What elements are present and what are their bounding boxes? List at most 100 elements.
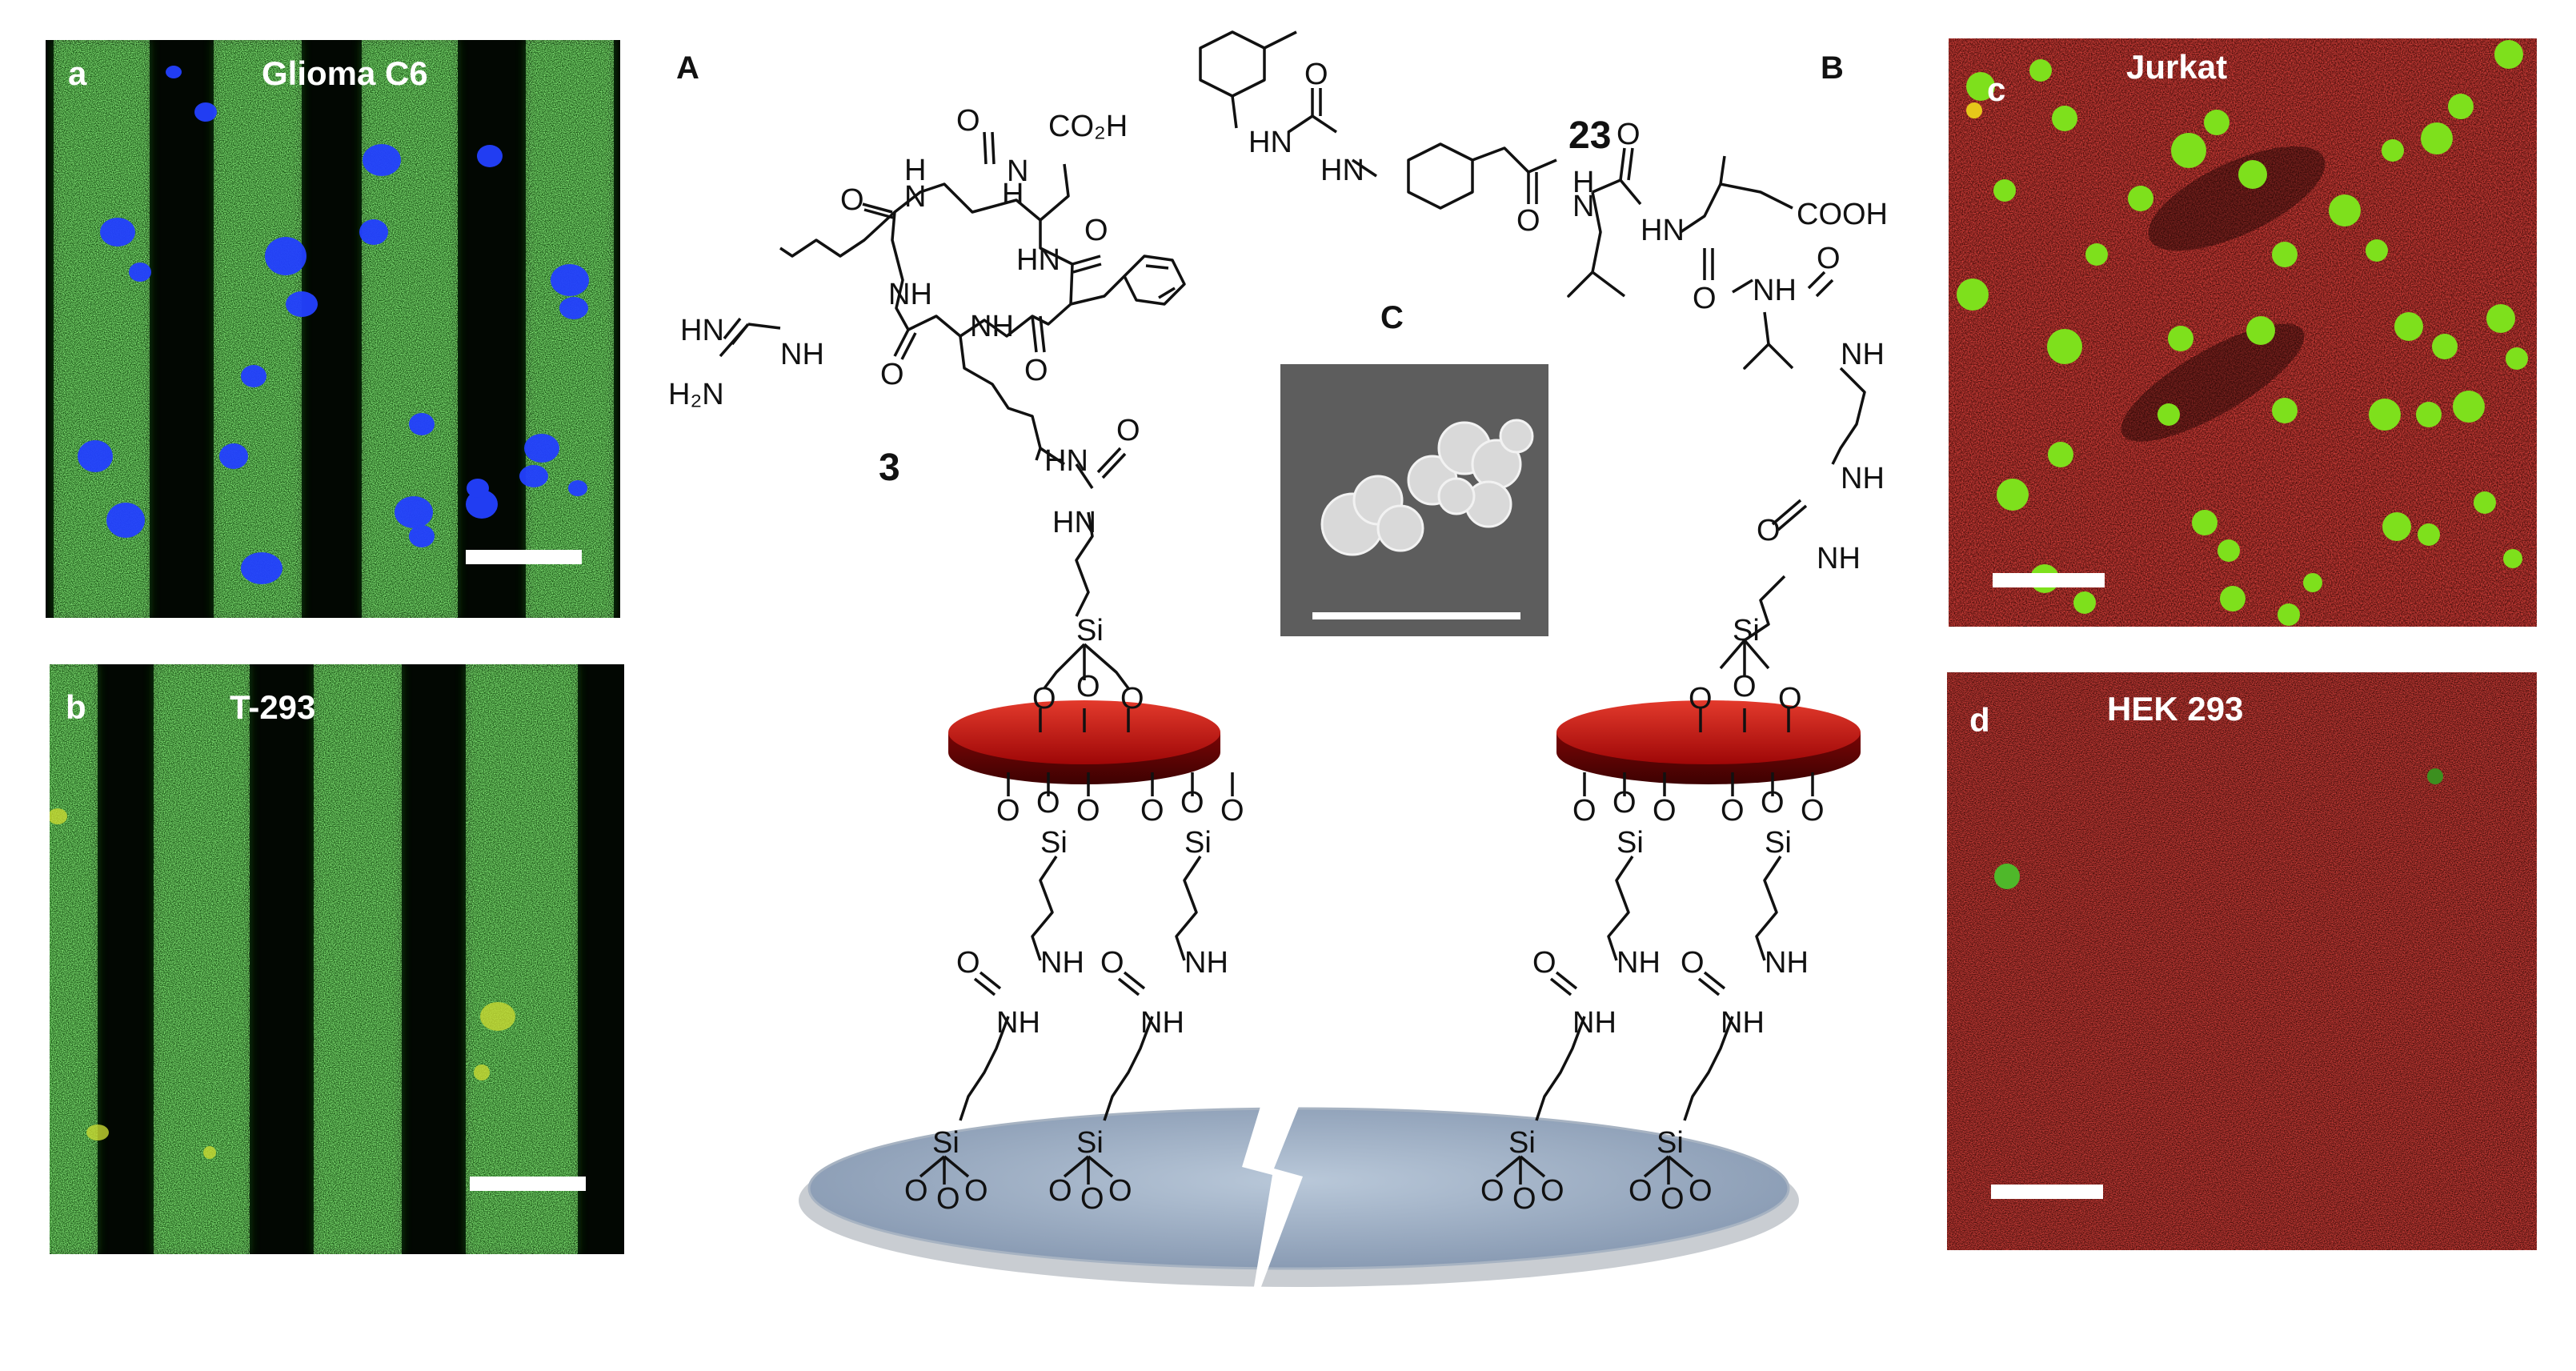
scale-bar-d (1991, 1185, 2103, 1199)
label-nh-l1: NH (1040, 946, 1084, 980)
label-hn-7: HN (1641, 214, 1685, 247)
label-o-l4g: O (1689, 1174, 1713, 1208)
label-o-l4a: O (1721, 794, 1745, 828)
label-hn-5: HN (1248, 126, 1292, 159)
label-o-l2a: O (1140, 794, 1164, 828)
label-o-l1d: O (956, 946, 980, 980)
label-o-l3e: O (1480, 1174, 1504, 1208)
label-nh-5: NH (1841, 338, 1885, 371)
compound-23-structure (1199, 30, 1866, 732)
label-nh2-l2: NH (1140, 1006, 1184, 1040)
lower-linker-3 (1495, 772, 1666, 1185)
label-o-9: O (1617, 118, 1641, 151)
label-o-si-2a: O (1689, 682, 1713, 716)
label-o-si-2b: O (1733, 670, 1757, 704)
micrograph-c-image (1949, 38, 2537, 627)
label-o-l4d: O (1681, 946, 1705, 980)
label-h-2: H (1002, 178, 1024, 211)
label-si-1: Si (1076, 614, 1104, 647)
label-o-6: O (1116, 414, 1140, 447)
label-o-l1a: O (996, 794, 1020, 828)
compound-3-structure (719, 131, 1186, 732)
scale-bar-a (466, 550, 582, 564)
label-o-1: O (956, 104, 980, 138)
label-o-l1f: O (936, 1182, 960, 1216)
silica-substrate (799, 1072, 1799, 1321)
label-o-l2e: O (1048, 1174, 1072, 1208)
section-label-b: B (1821, 50, 1844, 86)
label-co2h: CO₂H (1048, 110, 1128, 143)
label-h-3: H (1572, 166, 1594, 199)
label-hn-6: HN (1320, 154, 1364, 187)
compound-number-23: 23 (1568, 114, 1611, 157)
label-si-l2: Si (1184, 826, 1212, 860)
panel-b-title: T-293 (230, 688, 316, 726)
label-o-l1c: O (1076, 794, 1100, 828)
label-o-11: O (1817, 242, 1841, 275)
label-nh2-l3: NH (1572, 1006, 1617, 1040)
label-si-2: Si (1733, 614, 1760, 647)
label-nh-l3: NH (1617, 946, 1661, 980)
label-cooh: COOH (1797, 198, 1888, 231)
lower-linker-4 (1643, 772, 1814, 1185)
label-o-l4f: O (1661, 1182, 1685, 1216)
label-o-si-2c: O (1778, 682, 1802, 716)
label-nh-l2: NH (1184, 946, 1228, 980)
label-si-l3: Si (1617, 826, 1644, 860)
label-o-l3b: O (1613, 786, 1637, 820)
label-o-l3a: O (1572, 794, 1596, 828)
label-o-l3c: O (1653, 794, 1677, 828)
label-nh2-l1: NH (996, 1006, 1040, 1040)
label-o-5: O (880, 358, 904, 391)
label-o-l1b: O (1036, 786, 1060, 820)
label-o-l4c: O (1801, 794, 1825, 828)
label-nh-4: NH (1753, 274, 1797, 307)
label-o-l2c: O (1220, 794, 1244, 828)
label-o-l1e: O (904, 1174, 928, 1208)
section-label-c: C (1380, 300, 1404, 335)
scale-bar-b (470, 1177, 586, 1191)
label-o-10: O (1693, 282, 1717, 315)
label-o-8: O (1516, 204, 1540, 238)
label-o-si-1b: O (1076, 670, 1100, 704)
label-o-2: O (840, 183, 864, 217)
label-nh-1: NH (888, 278, 932, 311)
label-nh-2: NH (970, 310, 1014, 343)
label-o-l3f: O (1512, 1182, 1536, 1216)
label-hn-4: HN (1052, 506, 1096, 539)
label-n-1: N (904, 180, 926, 214)
label-o-si-1a: O (1032, 682, 1056, 716)
label-hn-3: HN (1044, 444, 1088, 478)
label-h2n: H₂N (668, 378, 724, 411)
label-nh-7: NH (1817, 542, 1861, 575)
panel-a-letter: a (68, 54, 87, 92)
label-o-l2b: O (1180, 786, 1204, 820)
lower-linker-1 (919, 772, 1090, 1185)
label-si-l3b: Si (1508, 1126, 1536, 1160)
label-nh2-l4: NH (1721, 1006, 1765, 1040)
micrograph-panel-d: d HEK 293 (1947, 672, 2537, 1250)
label-si-l4: Si (1765, 826, 1792, 860)
label-o-7: O (1304, 58, 1328, 91)
compound-number-3: 3 (879, 447, 900, 489)
micrograph-b-image (50, 664, 624, 1254)
label-si-l1b: Si (932, 1126, 959, 1160)
scale-bar-c (1993, 573, 2105, 587)
panel-b-letter: b (66, 688, 86, 726)
label-si-l1: Si (1040, 826, 1068, 860)
panel-d-letter: d (1969, 701, 1990, 739)
sem-inset (1280, 364, 1548, 636)
micrograph-panel-c: c Jurkat (1949, 38, 2537, 627)
micrograph-d-image (1947, 672, 2537, 1250)
label-nh-3: NH (780, 338, 824, 371)
label-o-4: O (1024, 354, 1048, 387)
panel-c-letter: c (1987, 70, 2006, 108)
label-o-l3g: O (1540, 1174, 1564, 1208)
label-o-l2d: O (1100, 946, 1124, 980)
label-o-si-1c: O (1120, 682, 1144, 716)
label-o-l3d: O (1532, 946, 1556, 980)
section-label-a: A (676, 50, 699, 86)
label-nh-6: NH (1841, 462, 1885, 495)
panel-d-title: HEK 293 (2107, 690, 2244, 728)
